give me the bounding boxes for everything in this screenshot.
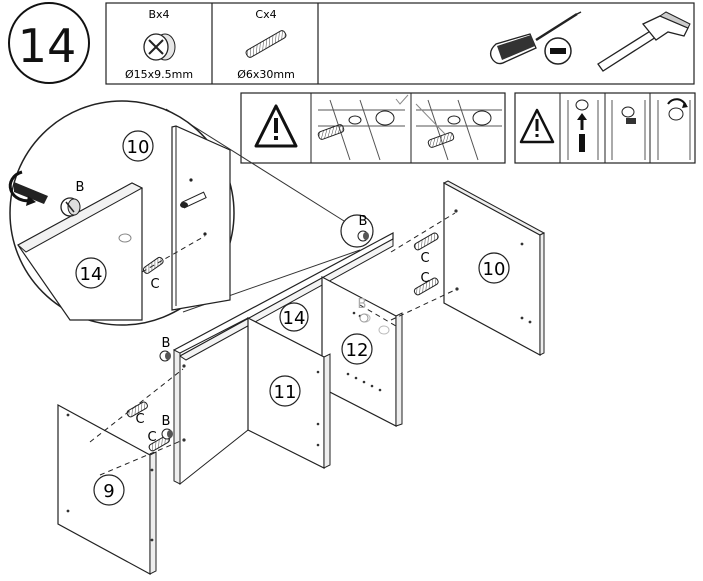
label-c-upper-left: C	[135, 412, 144, 427]
cam-seated-cell	[611, 100, 646, 160]
callout-divider-left: 11	[274, 382, 297, 403]
detail-cam-bolt	[180, 191, 207, 209]
detail-cam-lock	[60, 197, 81, 217]
parts-box: Bx4 Ø15x9.5mm Cx4 Ø6x30mm	[105, 2, 695, 85]
warning-triangle-icon	[519, 108, 555, 144]
part-b-code: Bx4	[148, 8, 169, 21]
hammer-icon	[597, 11, 691, 72]
step-number-badge: 14	[8, 2, 90, 84]
step-number: 14	[18, 19, 77, 73]
warning-panel-left	[240, 92, 506, 164]
cam-lock-b-bottom	[161, 428, 173, 440]
cam-lock-b-divider	[359, 313, 369, 323]
detail-callout-dowel: C	[150, 277, 159, 292]
cam-lock-icon	[143, 33, 176, 61]
cam-insert-cell	[567, 99, 599, 160]
callout-right-side: 10	[483, 259, 506, 280]
callout-panel-top: 14	[283, 308, 306, 329]
detail-dowel	[142, 256, 164, 274]
panel-left-frame	[173, 317, 249, 486]
cam-lock-b-left	[159, 350, 171, 362]
label-b-bottom: B	[162, 414, 171, 429]
label-c-upper-right: C	[420, 251, 429, 266]
dowel-c-upper-left	[126, 401, 148, 418]
detail-panel-14	[17, 182, 144, 321]
part-b-cell: Bx4 Ø15x9.5mm	[125, 8, 193, 81]
part-c-code: Cx4	[255, 8, 276, 21]
cam-rotate-cell	[657, 98, 691, 160]
screwdriver-icon	[489, 11, 582, 65]
wooden-dowel-icon	[245, 30, 287, 58]
label-b-top: B	[359, 214, 368, 229]
label-c-lower-left: C	[147, 430, 156, 445]
part-b-size: Ø15x9.5mm	[125, 68, 193, 81]
callout-divider-right: 12	[346, 340, 369, 361]
label-b-left: B	[162, 336, 171, 351]
main-assembly: 14 11 12 10 9 B B B B C C C C	[57, 180, 546, 576]
cam-lock-b-top	[340, 214, 374, 248]
part-c-cell: Cx4 Ø6x30mm	[237, 8, 295, 81]
callout-left-side: 9	[103, 481, 114, 502]
dowel-c-lower-right	[413, 277, 439, 296]
part-c-size: Ø6x30mm	[237, 68, 295, 81]
label-b-divider: B	[358, 297, 367, 312]
detail-zoom: 10 14 B C	[8, 100, 361, 326]
label-c-lower-right: C	[420, 271, 429, 286]
detail-panel-10	[171, 125, 231, 311]
warning-panel-right	[514, 92, 696, 164]
detail-callout-panel-top: 10	[127, 137, 150, 158]
detail-callout-cam: B	[76, 180, 85, 195]
no-symbol-icon	[544, 37, 572, 65]
screwdriver-rotate-icon	[8, 170, 48, 206]
warning-triangle-icon	[254, 104, 298, 148]
detail-callout-panel-bottom: 14	[80, 264, 103, 285]
alignment-lines	[89, 212, 456, 476]
dowel-correct-cell	[317, 94, 409, 161]
dowel-c-upper-right	[413, 232, 439, 251]
dowel-alternate-cell	[415, 99, 502, 161]
